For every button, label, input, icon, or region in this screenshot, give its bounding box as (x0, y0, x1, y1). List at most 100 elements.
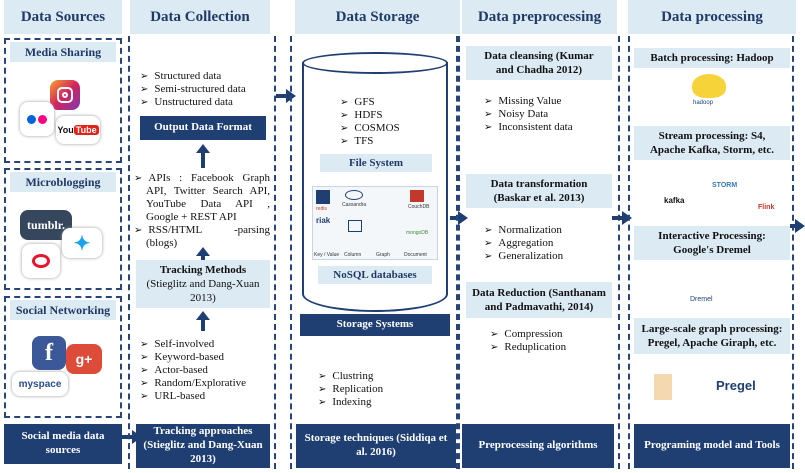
cassandra-label: Cassandra (342, 202, 367, 208)
nosql-databases-label: NoSQL databases (318, 266, 432, 284)
collection-footer: Tracking approaches (Stieglitz and Dang-… (136, 424, 270, 468)
approach-item: Actor-based (140, 364, 246, 377)
arrow-collection-to-storage (276, 94, 286, 98)
mongodb-label: mongoDB (406, 230, 429, 236)
weibo-icon (22, 244, 60, 278)
storage-systems-box: Storage Systems (300, 314, 450, 336)
collection-column (128, 36, 276, 469)
nosql-category-column: Column (344, 252, 362, 258)
reduction-list: Compression Reduplication (490, 328, 566, 354)
hadoop-label: hadoop (693, 100, 714, 106)
cassandra-logo (345, 190, 363, 200)
storage-cylinder-top (302, 52, 448, 74)
api-item: APIs : Facebook Graph API, Twitter Searc… (134, 172, 270, 224)
output-data-format-box: Output Data Format (140, 116, 266, 140)
graph-processing-box: Large-scale graph processing: Pregel, Ap… (634, 318, 790, 354)
approach-item: Random/Explorative (140, 377, 246, 390)
pregel-label: Pregel (716, 378, 756, 393)
data-format-item: Structured data (140, 70, 246, 83)
facebook-icon: f (32, 336, 66, 370)
cleansing-item: Missing Value (484, 95, 573, 108)
arrow-up-head-tracking (196, 247, 210, 256)
batch-processing-box: Batch processing: Hadoop (634, 48, 790, 68)
redis-label: redis (316, 206, 327, 212)
microblogging-group (4, 168, 122, 290)
arrow-processing-out (790, 224, 795, 228)
approach-item: Self-involved (140, 338, 246, 351)
file-system-list: GFS HDFS COSMOS TFS (340, 96, 400, 148)
flickr-icon (20, 102, 54, 136)
data-format-item: Unstructured data (140, 96, 246, 109)
arrow-storage-to-preprocessing (450, 216, 458, 220)
instagram-icon (50, 80, 80, 110)
storage-technique-item: Indexing (318, 396, 383, 409)
nosql-category-document: Document (404, 252, 427, 258)
media-sharing-group (4, 38, 122, 163)
riak-label: riak (316, 216, 331, 225)
data-format-item: Semi-structured data (140, 83, 245, 96)
processing-footer: Programing model and Tools (634, 424, 790, 468)
file-system-item: TFS (340, 135, 400, 148)
transformation-item: Aggregation (484, 237, 563, 250)
storage-technique-item: Clustring (318, 370, 383, 383)
arrow-preprocessing-to-processing (612, 216, 622, 220)
flink-label: Flink (758, 204, 775, 211)
tracking-methods-title: Tracking Methods (159, 263, 247, 276)
storage-cylinder (302, 62, 448, 312)
processing-column (628, 36, 794, 469)
header-data-collection: Data Collection (130, 0, 270, 34)
stream-processing-box: Stream processing: S4, Apache Kafka, Sto… (634, 126, 790, 160)
storm-label: STORM (712, 182, 738, 189)
interactive-processing-box: Interactive Processing: Google's Dremel (634, 226, 790, 260)
google-plus-icon: g+ (66, 344, 102, 374)
arrow-preprocessing-to-processing-head (622, 211, 632, 225)
data-format-list: Structured data Semi-structured data Uns… (140, 70, 246, 109)
arrow-storage-to-preprocessing-head (458, 211, 468, 225)
file-system-item: HDFS (340, 109, 400, 122)
dremel-label: Dremel (690, 296, 713, 303)
hadoop-logo (692, 74, 726, 98)
media-sharing-title: Media Sharing (10, 42, 116, 62)
arrow-up-head-apis (196, 144, 210, 153)
nosql-category-key-value: Key / Value (314, 252, 340, 258)
preprocessing-footer: Preprocessing algorithms (462, 424, 614, 468)
reduction-item: Compression (490, 328, 566, 341)
header-data-sources: Data Sources (4, 0, 122, 34)
couchdb-label: CouchDB (408, 204, 430, 210)
file-system-item: GFS (340, 96, 400, 109)
tracking-methods-box: Tracking Methods (Stieglitz and Dang-Xua… (136, 260, 270, 308)
data-reduction-box: Data Reduction (Santhanam and Padmavathi… (466, 282, 612, 318)
arrow-sources-to-collection (122, 435, 132, 439)
header-data-storage: Data Storage (295, 0, 460, 34)
approach-item: URL-based (140, 390, 246, 403)
storage-footer: Storage techniques (Siddiqa et al. 2016) (296, 424, 456, 468)
cleansing-item: Noisy Data (484, 108, 573, 121)
redis-logo (316, 190, 330, 204)
tracking-methods-citation: (Stieglitz and Dang-Xuan 2013) (146, 277, 260, 305)
storage-column (290, 36, 460, 469)
microblogging-title: Microblogging (10, 172, 116, 192)
api-item: RSS/HTML -parsing (blogs) (134, 224, 270, 250)
graph-db-logo (348, 220, 362, 232)
reduction-item: Reduplication (490, 341, 566, 354)
approach-list: Self-involved Keyword-based Actor-based … (140, 338, 246, 403)
arrow-up-head-approaches (196, 311, 210, 320)
file-system-item: COSMOS (340, 122, 399, 135)
transformation-item: Normalization (484, 224, 563, 237)
storage-technique-item: Replication (318, 383, 383, 396)
couchdb-logo (410, 190, 424, 202)
sources-footer: Social media data sources (4, 424, 122, 464)
cleansing-item: Inconsistent data (484, 121, 572, 134)
nosql-category-graph: Graph (376, 252, 390, 258)
cleansing-list: Missing Value Noisy Data Inconsistent da… (484, 95, 573, 134)
preprocessing-column (456, 36, 620, 469)
data-cleansing-box: Data cleansing (Kumar and Chadha 2012) (466, 46, 612, 80)
file-system-label: File System (320, 154, 432, 172)
myspace-icon: myspace (12, 372, 68, 396)
twitter-icon: ✦ (62, 228, 102, 258)
api-list: APIs : Facebook Graph API, Twitter Searc… (134, 172, 270, 250)
header-data-preprocessing: Data preprocessing (462, 0, 617, 34)
data-transformation-box: Data transformation (Baskar et al. 2013) (466, 174, 612, 208)
arrow-processing-out-head (795, 219, 805, 233)
